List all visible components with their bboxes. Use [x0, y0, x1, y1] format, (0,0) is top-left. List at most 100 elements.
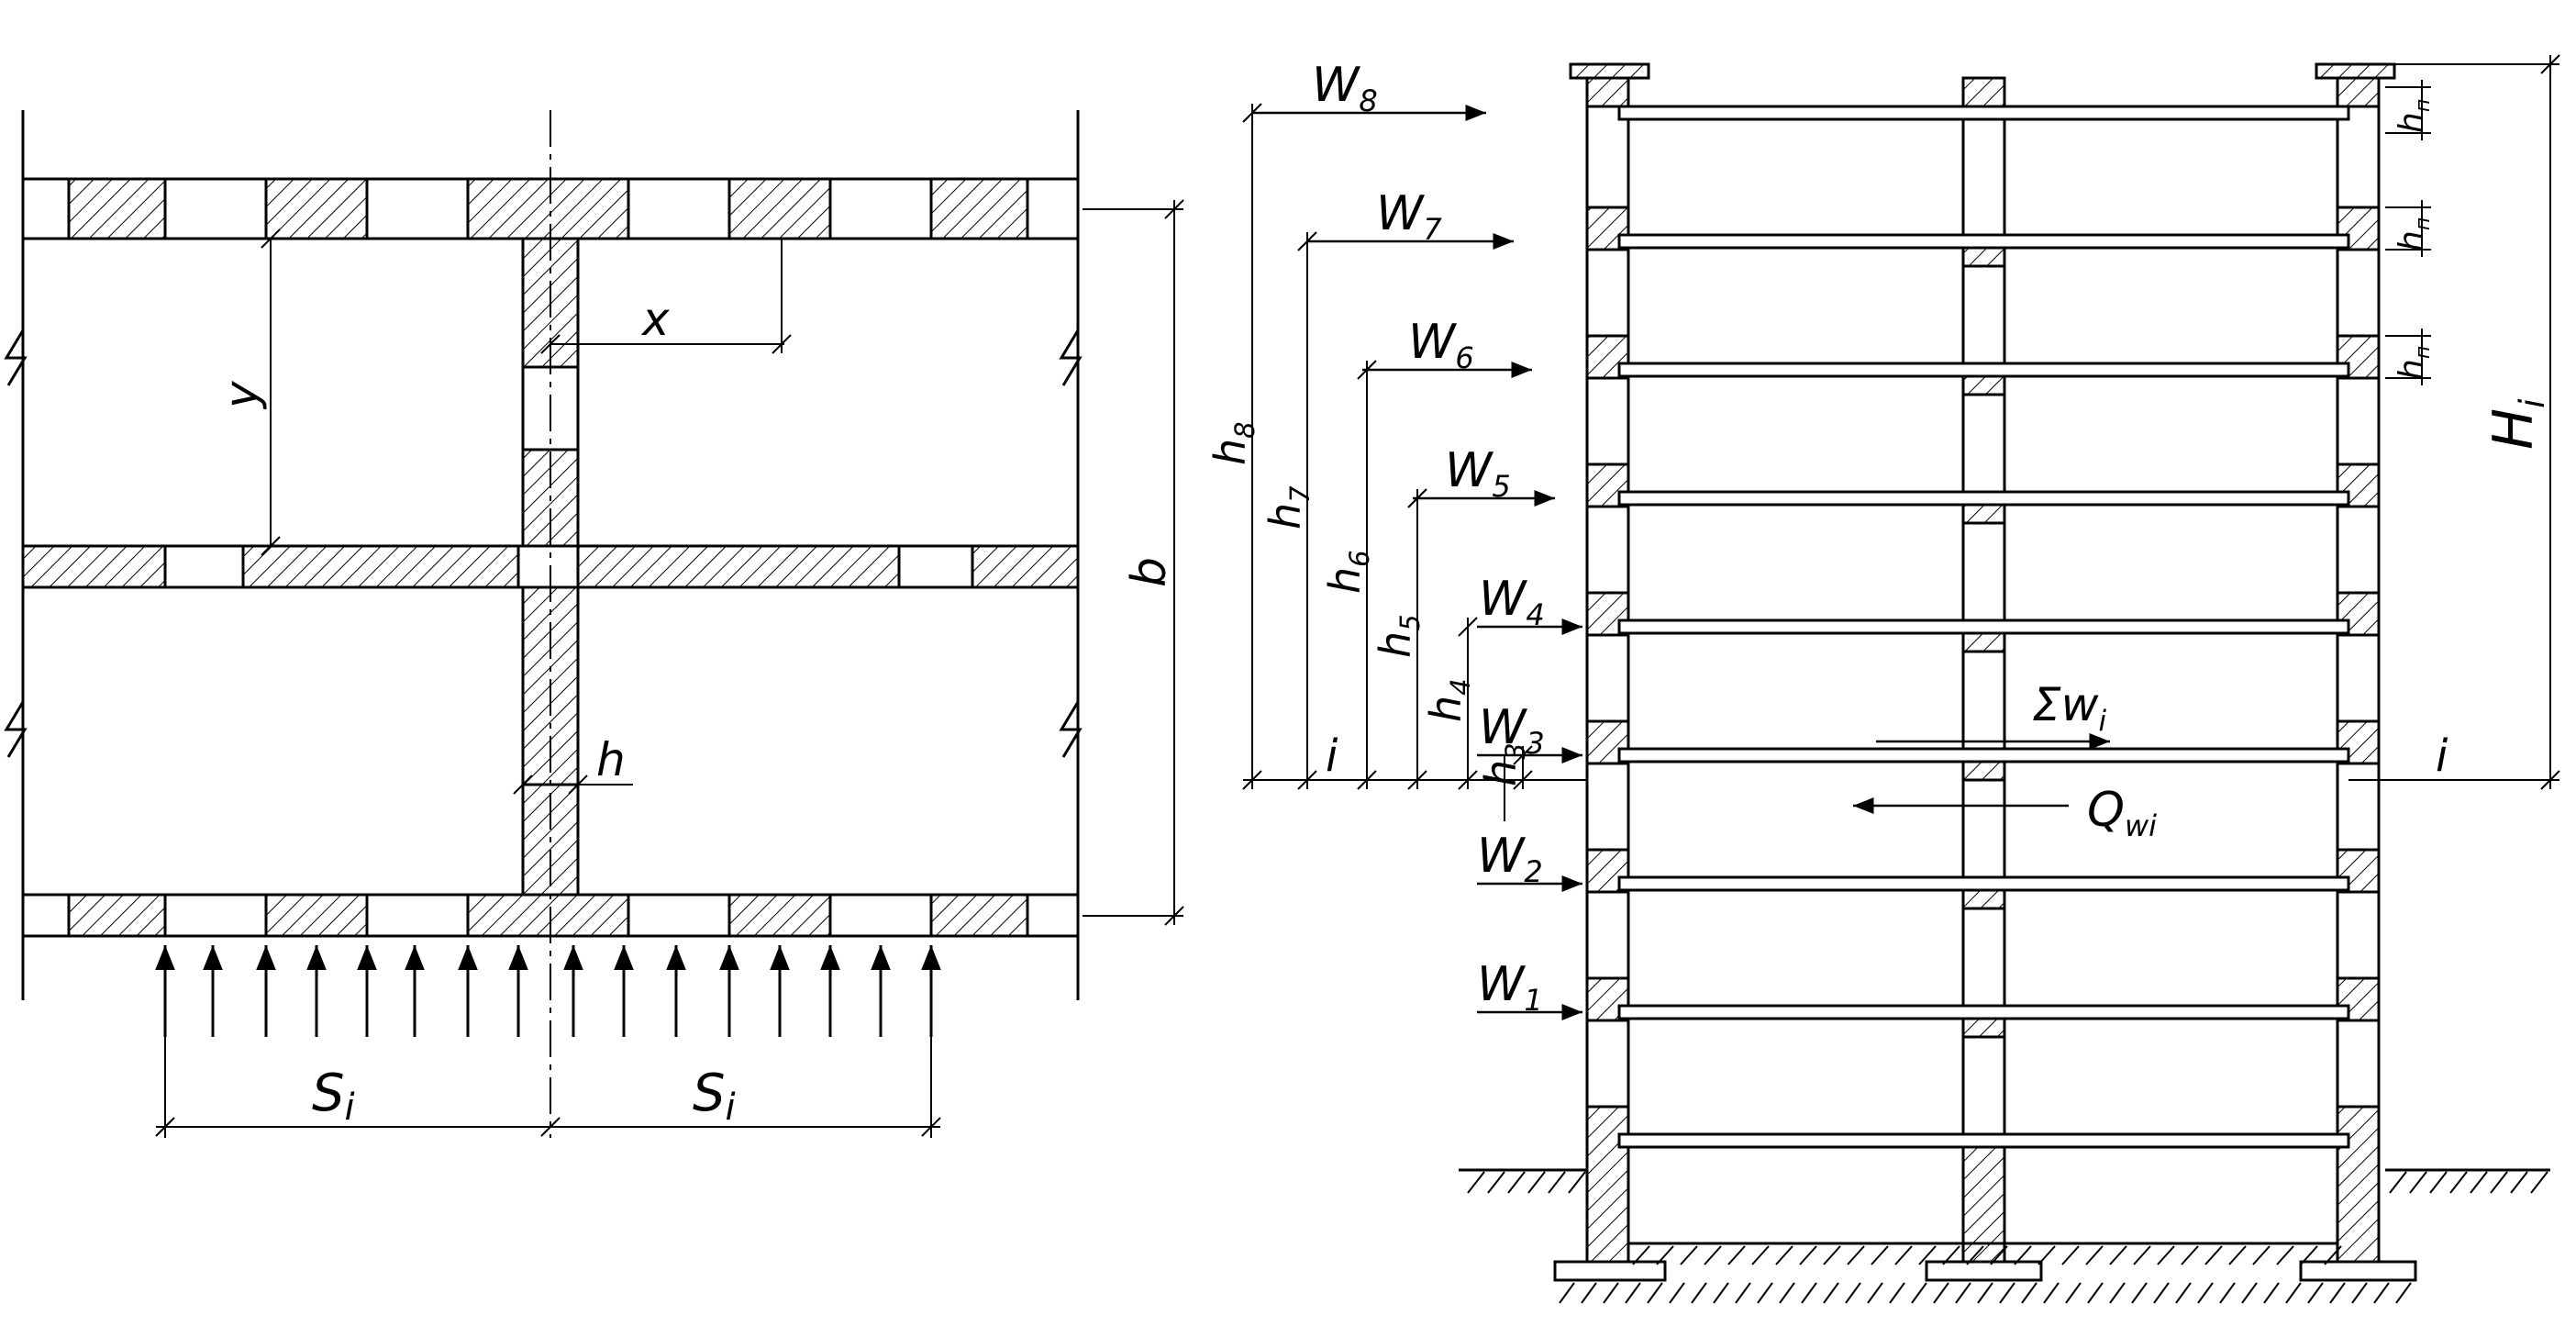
ground-tick: [1507, 1171, 1526, 1194]
right-pier: [2336, 1105, 2381, 1264]
ground-tick: [2043, 1282, 2060, 1304]
ground-tick: [2197, 1282, 2214, 1304]
ground-tick: [2252, 1245, 2271, 1265]
label-load: W2: [1477, 829, 1543, 889]
label-height-sub: 7: [1284, 485, 1316, 503]
label-height: h5: [1371, 614, 1426, 658]
middle-pier: [1961, 503, 2006, 525]
label-span-right: Si: [693, 1064, 736, 1129]
ground-tick: [1779, 1282, 1795, 1304]
ground-tick: [2373, 1282, 2390, 1304]
right-pier: [2336, 76, 2381, 108]
ground-tick: [2263, 1282, 2280, 1304]
height-dim-tick: [1357, 770, 1377, 790]
floor-slabs: [1617, 105, 2350, 1149]
break-mark: [4, 701, 28, 758]
label-height-main: h: [1260, 503, 1310, 529]
ground-tick: [1559, 1282, 1575, 1304]
left-cap-outline: [1569, 62, 1650, 80]
total-tick: [2540, 54, 2560, 74]
total-tick: [2540, 770, 2560, 790]
ground-tick: [1757, 1282, 1773, 1304]
break-mark: [1059, 701, 1083, 758]
ground-tick: [1999, 1282, 2015, 1304]
ground-tick: [2131, 1282, 2148, 1304]
label-storey: hп: [2393, 346, 2435, 380]
label-height-sub: 3: [1500, 742, 1531, 759]
height-dim-tick: [1297, 770, 1317, 790]
label-storey-sub: п: [2412, 346, 2435, 359]
ground-tick: [1751, 1245, 1770, 1265]
label-height-sub: 8: [1229, 421, 1260, 438]
ground-tick: [1775, 1245, 1793, 1265]
ground-tick: [2219, 1282, 2236, 1304]
ground-tick: [1581, 1282, 1597, 1304]
dim-y: [261, 228, 281, 556]
middle-pier: [1961, 76, 2006, 108]
label-total-height: Hi: [2482, 398, 2552, 450]
ground-tick: [1918, 1245, 1937, 1265]
ground-tick: [2133, 1245, 2151, 1265]
dim-b: [1083, 199, 1184, 926]
label-load-sub: 7: [1423, 212, 1442, 247]
ground-tick: [1977, 1282, 1993, 1304]
floor-slab: [1617, 490, 2350, 507]
ground-tick: [1713, 1282, 1729, 1304]
ground-hatch: [1467, 1171, 2548, 1304]
label-height-sub: 4: [1445, 678, 1476, 695]
ground-tick: [1889, 1282, 1905, 1304]
floor-slab: [1617, 747, 2350, 763]
ground-tick: [1955, 1282, 1971, 1304]
label-reaction: Qwi: [2087, 783, 2157, 843]
height-dimensions: [1242, 54, 2560, 821]
label-height: h7: [1260, 485, 1316, 529]
ground-tick: [2530, 1171, 2548, 1194]
label-load-sub: 1: [1524, 983, 1542, 1018]
height-dim-tick: [1357, 360, 1377, 380]
floor-slab: [1617, 105, 2350, 121]
plan-view: [4, 110, 1184, 1138]
height-dim-tick: [1458, 770, 1478, 790]
label-b: b: [1122, 557, 1177, 587]
ground-tick: [1625, 1282, 1641, 1304]
ground-tick: [2065, 1282, 2082, 1304]
ground-tick: [2109, 1245, 2127, 1265]
ground-tick: [2490, 1171, 2508, 1194]
height-dim-tick: [1407, 488, 1427, 508]
ground-tick: [2409, 1171, 2427, 1194]
ground-tick: [1680, 1245, 1698, 1265]
label-load-main: W: [1445, 443, 1494, 498]
height-dim-tick: [1297, 231, 1317, 251]
ground-tick: [2329, 1282, 2346, 1304]
label-x: x: [640, 293, 670, 346]
label-load-main: W: [1312, 58, 1361, 113]
ground-tick: [1467, 1171, 1485, 1194]
label-h: h: [596, 733, 626, 786]
floor-slab: [1617, 875, 2350, 892]
ground-tick: [2389, 1171, 2407, 1194]
footing-middle: [1925, 1260, 2043, 1282]
footings: [1553, 1260, 2417, 1282]
label-storey-sub: п: [2412, 99, 2435, 112]
right-cap: [2315, 62, 2396, 80]
label-height: h8: [1205, 421, 1260, 465]
right-pier: [2336, 206, 2381, 251]
ground-tick: [1487, 1171, 1505, 1194]
floor-slab: [1617, 618, 2350, 635]
ground-tick: [2429, 1171, 2448, 1194]
ground-tick: [2087, 1282, 2104, 1304]
middle-pier: [1961, 631, 2006, 653]
dim-x: [540, 239, 792, 354]
ground-tick: [2470, 1171, 2488, 1194]
label-height-main: h: [1371, 631, 1420, 658]
label-load: W6: [1408, 315, 1474, 375]
label-load: W5: [1445, 443, 1511, 504]
ground-tick: [1847, 1245, 1865, 1265]
label-load-main: W: [1477, 829, 1527, 884]
ground-tick: [2021, 1282, 2037, 1304]
left-wall-outline: [1585, 76, 1630, 1264]
height-dim-tick: [1407, 770, 1427, 790]
middle-pier: [1961, 760, 2006, 782]
label-load: W1: [1477, 957, 1543, 1018]
label-sum-load-main: Σw: [2032, 678, 2099, 731]
